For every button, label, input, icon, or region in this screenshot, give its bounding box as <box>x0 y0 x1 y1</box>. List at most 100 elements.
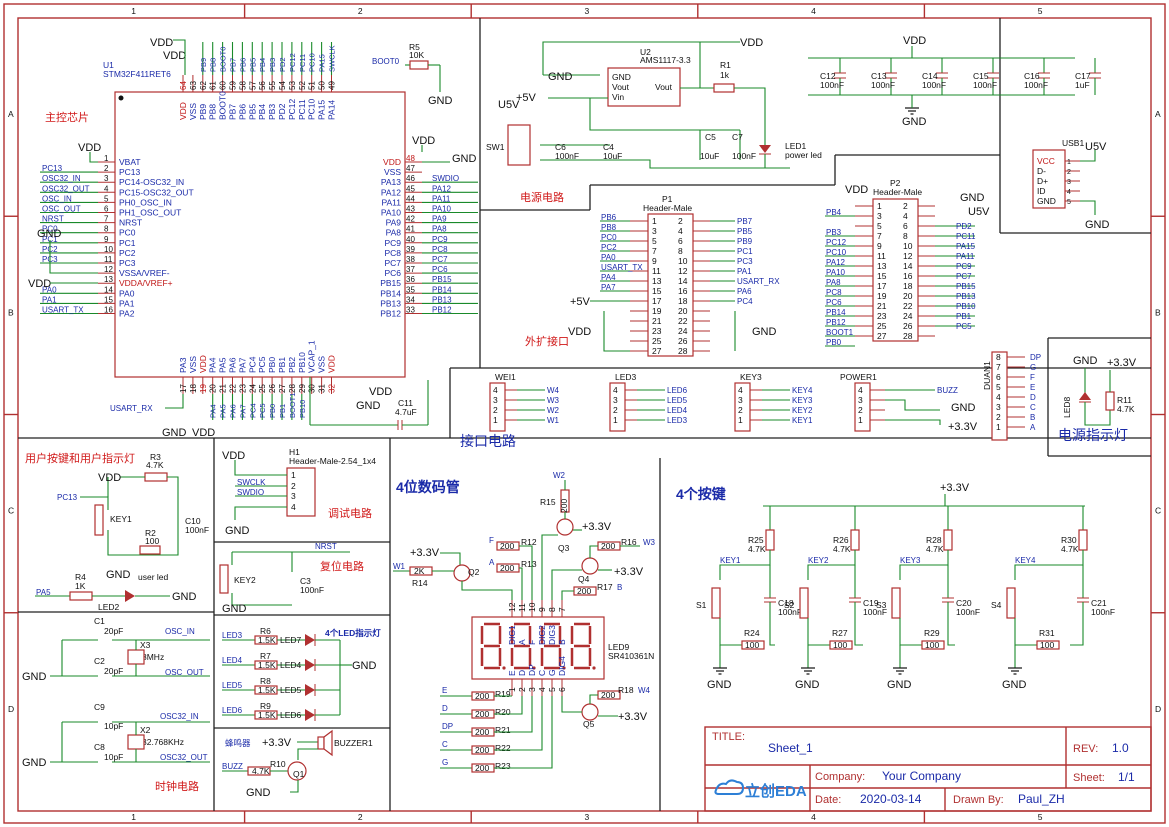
p2-net-left: PB4 <box>826 208 842 217</box>
title-block: TITLE: Sheet_1 REV: 1.0 Company: Your Co… <box>704 726 1152 812</box>
mcu-pin-num: 11 <box>104 255 113 264</box>
q4-out <box>551 569 582 600</box>
mcu-net-label: PC0 <box>42 225 58 234</box>
p2-vdd: VDD <box>845 184 868 196</box>
led1-ref: LED1 <box>785 141 807 151</box>
duan1-net: C <box>1030 403 1036 412</box>
mcu-bottom-vdd: VDD <box>369 386 392 398</box>
key3-net: KEY4 <box>792 386 813 395</box>
pled-gnd: GND <box>1073 355 1098 367</box>
c4-ref: C4 <box>603 142 614 152</box>
q4-33v: +3.3V <box>614 566 644 578</box>
key-res-body <box>741 640 765 650</box>
r10-ref: R10 <box>270 759 286 769</box>
key-net: KEY1 <box>720 556 741 565</box>
mcu-pin-name: BOOT0 <box>218 91 228 120</box>
p2-net-left: BOOT1 <box>826 328 854 337</box>
usb-gnd-wire <box>1080 200 1096 215</box>
mcu-pin-name: PC15-OSC32_OUT <box>119 187 194 197</box>
ukey-vdd: VDD <box>98 472 121 484</box>
mcu-pin-name: PB13 <box>380 298 401 308</box>
mcu-net-label: PB9 <box>199 58 208 72</box>
duan1-pin-num: 7 <box>996 362 1001 372</box>
boot0-net: BOOT0 <box>372 57 400 66</box>
key-cap-val: 100nF <box>778 607 802 617</box>
p2-pin-num-right: 8 <box>903 231 908 241</box>
mcu-pin-name: PB0 <box>267 357 277 373</box>
power1-pin-num: 3 <box>858 395 863 405</box>
p2-u5v: U5V <box>968 206 990 218</box>
r16-ref: R16 <box>621 537 637 547</box>
mcu-pin-num: 13 <box>104 275 113 284</box>
usb-pin-name: D- <box>1037 166 1046 176</box>
mcu-left-vdd2: VDD <box>28 278 51 290</box>
mcu-pin-num: 34 <box>406 295 415 304</box>
rst-gnd: GND <box>222 603 247 615</box>
p1-pin-num-right: 28 <box>678 346 688 356</box>
q4-ref: Q4 <box>578 574 590 584</box>
seg-pin-num-bot: 1 <box>507 687 517 692</box>
p2-pin-num-left: 11 <box>877 251 886 261</box>
top-vdd-wire <box>173 39 186 75</box>
seg-res-val: 200 <box>475 691 489 701</box>
col-marker-bottom: 4 <box>811 812 816 822</box>
seg-res-wire <box>494 696 543 751</box>
key-switch-ref: S2 <box>784 600 795 610</box>
mcu-left-gnd: GND <box>37 228 62 240</box>
decoup-val: 100nF <box>973 80 997 90</box>
led-diode <box>305 709 315 721</box>
q3-wire2 <box>541 534 558 600</box>
mcu-pin-name: PB2 <box>287 357 297 373</box>
p1-pin-num-right: 4 <box>678 226 683 236</box>
mcu-pin-name: PA2 <box>119 309 135 319</box>
led1-val: power led <box>785 150 822 160</box>
u2-body <box>607 67 681 107</box>
duan1-pin-num: 1 <box>996 422 1001 432</box>
seg-res-val: 200 <box>475 763 489 773</box>
led3-body <box>609 382 626 432</box>
duan1-body <box>991 351 1008 441</box>
mcu-pin-num: 12 <box>104 265 113 274</box>
seg-top-res-ref: R13 <box>521 559 537 569</box>
mcu-net-label: PB8 <box>209 58 218 72</box>
b-net: B <box>617 583 622 592</box>
p1-net-right: PA6 <box>737 287 752 296</box>
col-marker-top: 1 <box>131 6 136 16</box>
r1-ref: R1 <box>720 60 731 70</box>
mcu-pin-name: PC13 <box>119 167 141 177</box>
p1-net-left: PA4 <box>601 273 616 282</box>
key-cap-val: 100nF <box>956 607 980 617</box>
mcu-pin-num: 41 <box>406 225 415 234</box>
mcu-pin-num: 52 <box>298 81 307 90</box>
seg-res-wire <box>494 696 523 715</box>
p2-pin-num-left: 13 <box>877 261 887 271</box>
mcu-pin-name: PC3 <box>119 258 136 268</box>
mcu-net-label: OSC32_IN <box>42 174 81 183</box>
p2-pin-num-left: 21 <box>877 301 887 311</box>
duan1-pin-num: 3 <box>996 402 1001 412</box>
mcu-left-vdd: VDD <box>78 142 101 154</box>
mcu-pin-name: PA7 <box>237 357 247 373</box>
led3-pin-num: 1 <box>613 415 618 425</box>
p2-pin-num-right: 22 <box>903 301 913 311</box>
mcu-net-label: BOOT1 <box>288 393 297 418</box>
r16-val: 200 <box>601 541 615 551</box>
mcu-net-label: PA12 <box>432 184 452 193</box>
c3-ref: C3 <box>300 576 311 586</box>
p1-pin-num-right: 2 <box>678 216 683 226</box>
mcu-pin-name: PC11 <box>297 99 307 120</box>
p2-pin-num-right: 16 <box>903 271 913 281</box>
mcu-net-label: PC6 <box>432 265 448 274</box>
led9-ref: LED9 <box>608 642 630 652</box>
key-res-val: 100 <box>833 640 847 650</box>
duan1-net: B <box>1030 413 1035 422</box>
p2-pin-num-right: 10 <box>903 241 913 251</box>
key-res-body <box>829 640 853 650</box>
section-clock: 时钟电路 <box>155 779 199 793</box>
section-reset: 复位电路 <box>320 559 364 573</box>
q5-ref: Q5 <box>583 719 595 729</box>
